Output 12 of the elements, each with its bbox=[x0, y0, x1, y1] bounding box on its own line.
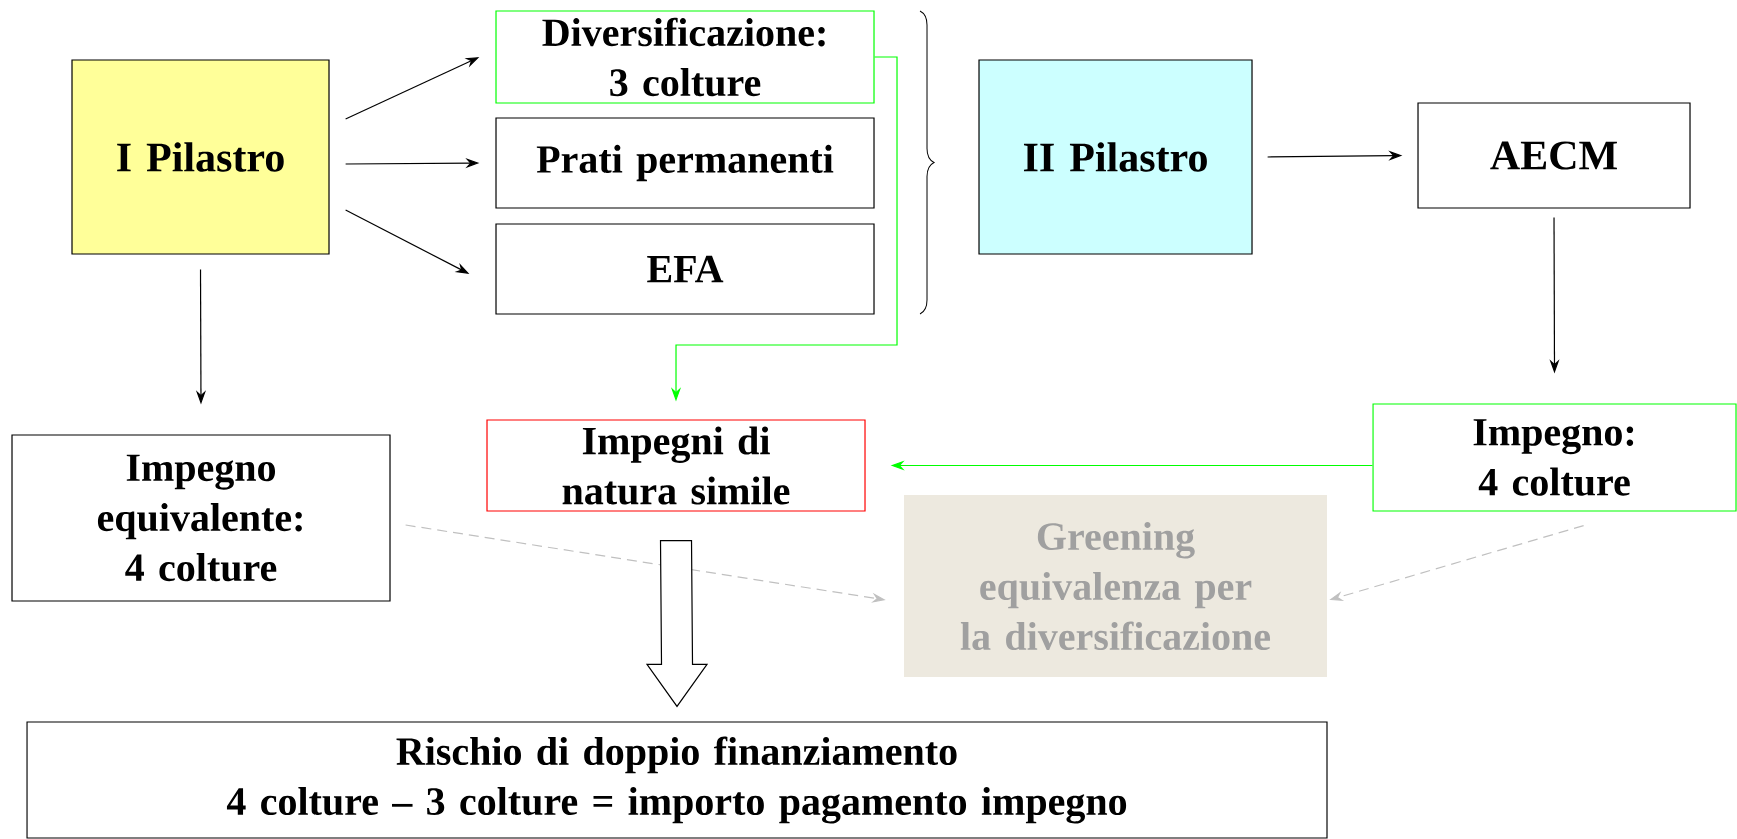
process-box: Impegni di natura simile bbox=[486, 419, 866, 512]
pillar-box: II Pilastro bbox=[978, 59, 1253, 255]
note-box: Greening equivalenza per la diversificazione bbox=[904, 495, 1327, 677]
process-box: Diversificazione: 3 colture bbox=[495, 10, 875, 104]
process-box: Impegno equivalente: 4 colture bbox=[11, 434, 391, 602]
process-box: Prati permanenti bbox=[495, 117, 875, 209]
process-box: EFA bbox=[495, 223, 875, 315]
process-box: AECM bbox=[1417, 102, 1691, 209]
process-box: Impegno: 4 colture bbox=[1372, 403, 1737, 512]
pillar-box: I Pilastro bbox=[71, 59, 330, 255]
block-arrow bbox=[645, 540, 709, 708]
result-box: Rischio di doppio finanziamento 4 colture – 3 colture = importo pagamento impegno bbox=[26, 721, 1328, 839]
